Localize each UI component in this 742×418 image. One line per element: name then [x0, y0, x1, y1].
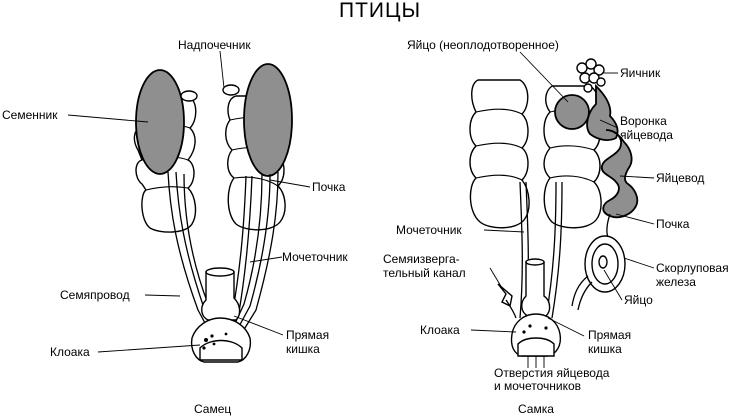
male-figure — [133, 63, 293, 363]
male-rectum-label-1: Прямая — [286, 328, 330, 342]
male-adrenal-label: Надпочечник — [178, 38, 251, 52]
male-testis-label: Семенник — [2, 108, 58, 122]
female-cloaca — [510, 313, 562, 368]
female-ovary — [576, 58, 606, 93]
female-rectum — [521, 258, 551, 317]
female-figure — [469, 58, 639, 368]
female-egg — [598, 255, 608, 269]
female-ejaculatory-label-2: тельный канал — [383, 266, 466, 280]
male-testis-left — [135, 69, 185, 175]
female-caption: Самка — [518, 402, 554, 416]
female-openings-label-2: и мочеточников — [494, 379, 582, 393]
female-infundibulum-label-2: яйцевода — [620, 128, 673, 142]
female-shell-gland-label-2: железа — [656, 275, 696, 289]
diagram-title: ПТИЦЫ — [339, 0, 422, 22]
male-cloaca — [190, 317, 252, 363]
female-unfertilized-egg-label: Яйцо (неоплодотворенное) — [407, 38, 559, 52]
female-infundibulum-label-1: Воронка — [620, 114, 667, 128]
female-ejaculatory-duct — [497, 283, 513, 308]
female-kidney-label: Почка — [656, 217, 690, 231]
female-shell-gland-label-1: Скорлуповая — [656, 261, 729, 275]
female-kidney-left — [469, 79, 530, 229]
male-testis-right — [243, 63, 293, 177]
female-ejaculatory-label-1: Семяизверга- — [383, 252, 460, 266]
leader-lines — [67, 50, 655, 353]
female-oviduct — [600, 129, 639, 219]
female-unfertilized-egg — [554, 94, 590, 130]
female-shell-gland — [584, 235, 626, 293]
male-caption: Самец — [194, 402, 232, 416]
female-oviduct-label: Яйцевод — [656, 171, 705, 185]
male-ureter-label: Мочеточник — [282, 250, 348, 264]
female-openings-label-1: Отверстия яйцевода — [494, 366, 610, 380]
female-rectum-label-2: кишка — [588, 342, 622, 356]
male-vas-deferens-label: Семяпровод — [60, 288, 130, 302]
female-cloaca-label: Клоака — [420, 323, 460, 337]
male-adrenal-left — [180, 90, 198, 102]
male-cloaca-label: Клоака — [50, 345, 90, 359]
female-egg-label: Яйцо — [624, 293, 653, 307]
male-adrenal-right — [222, 84, 240, 96]
female-infundibulum — [586, 83, 619, 141]
female-ovary-label: Яичник — [620, 66, 661, 80]
male-kidney-label: Почка — [312, 180, 346, 194]
male-rectum — [201, 267, 241, 321]
male-rectum-label-2: кишка — [286, 342, 320, 356]
female-rectum-label-1: Прямая — [588, 328, 632, 342]
female-ureter-label: Мочеточник — [396, 223, 462, 237]
